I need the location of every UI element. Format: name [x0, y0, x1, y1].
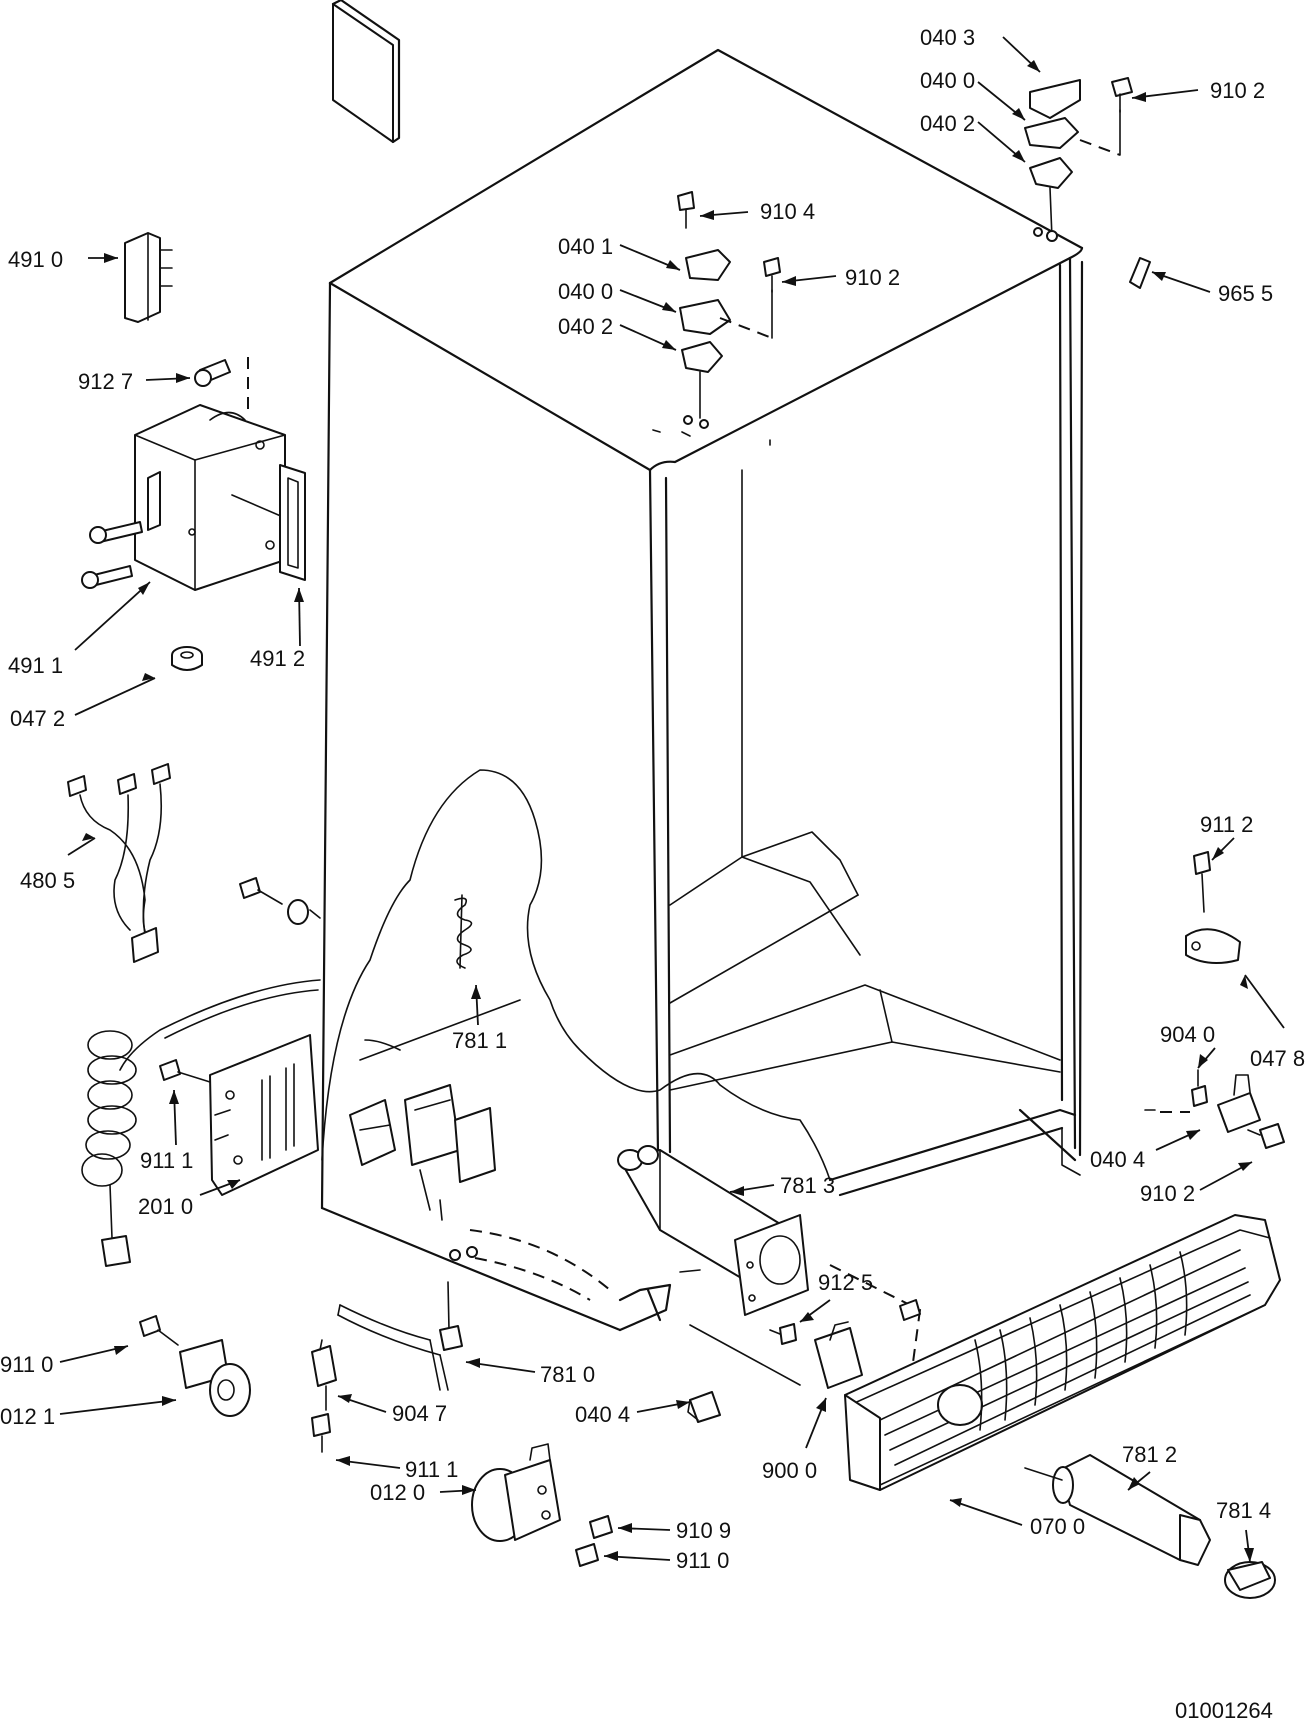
- screw-910-2-top: [1111, 77, 1133, 113]
- clip-965-5: [1129, 257, 1151, 289]
- label-911-2: 911 2: [1200, 812, 1253, 837]
- label-047-2: 047 2: [10, 706, 65, 731]
- screw-910-4: [677, 191, 695, 229]
- bracket-047-8: [1185, 928, 1241, 965]
- label-040-2-mid: 040 2: [558, 314, 613, 339]
- clip-904-7: [311, 1339, 337, 1411]
- caster-012-1: [139, 1315, 251, 1417]
- label-491-0: 491 0: [8, 247, 63, 272]
- compressor-components: [349, 1084, 611, 1301]
- top-hinge-middle: [652, 249, 773, 437]
- label-910-2-right: 910 2: [1140, 1181, 1195, 1206]
- filter-housing-781-3: [617, 1145, 809, 1316]
- bracket-040-4-right: [1144, 1069, 1261, 1133]
- label-012-1: 012 1: [0, 1404, 55, 1429]
- cabinet: [320, 48, 1084, 1332]
- label-040-3-top: 040 3: [920, 25, 975, 50]
- label-904-0: 904 0: [1160, 1022, 1215, 1047]
- label-480-5: 480 5: [20, 868, 75, 893]
- label-910-2-top: 910 2: [1210, 78, 1265, 103]
- grommet-047-2: [171, 646, 203, 671]
- label-911-1-left: 911 1: [140, 1148, 193, 1173]
- wire-harness-480-5: [67, 763, 171, 963]
- label-047-8: 047 8: [1250, 1046, 1305, 1071]
- label-781-2: 781 2: [1122, 1442, 1177, 1467]
- filter-cap-781-4: [1224, 1561, 1276, 1599]
- instruction-card: [331, 0, 401, 144]
- label-965-5: 965 5: [1218, 281, 1273, 306]
- screw-912-5: [769, 1299, 921, 1345]
- label-491-2: 491 2: [250, 646, 305, 671]
- bracket-040-4-bottom: [687, 1391, 721, 1423]
- label-201-0: 201 0: [138, 1194, 193, 1219]
- top-hinge-right: [1024, 79, 1121, 242]
- label-012-0: 012 0: [370, 1480, 425, 1505]
- label-900-0: 900 0: [762, 1458, 817, 1483]
- part-labels: 040 3 040 0 040 2 910 2 910 4 040 1 910 …: [0, 25, 1305, 1573]
- label-911-0-left: 911 0: [0, 1352, 53, 1377]
- label-912-5: 912 5: [818, 1270, 873, 1295]
- caster-012-0: [471, 1443, 561, 1542]
- label-781-3: 781 3: [780, 1173, 835, 1198]
- screw-911-2: [1193, 851, 1211, 913]
- label-910-9: 910 9: [676, 1518, 731, 1543]
- label-911-0-bottom: 911 0: [676, 1548, 729, 1573]
- screw-910-2-mid: [763, 257, 781, 293]
- label-491-1: 491 1: [8, 653, 63, 678]
- label-910-2-mid: 910 2: [845, 265, 900, 290]
- spring-781-1: [454, 894, 473, 969]
- power-cord: [81, 979, 321, 1267]
- drain-tube-781-0: [337, 1281, 463, 1391]
- label-070-0: 070 0: [1030, 1514, 1085, 1539]
- label-781-1: 781 1: [452, 1028, 507, 1053]
- relay-491-0: [124, 232, 173, 323]
- screw-911-1-left: [159, 1059, 211, 1083]
- document-number: 01001264: [1175, 1698, 1273, 1723]
- label-040-2-top: 040 2: [920, 111, 975, 136]
- screw-912-7: [194, 359, 231, 387]
- label-911-1-bottom: 911 1: [405, 1457, 458, 1482]
- label-040-4-bottom: 040 4: [575, 1402, 630, 1427]
- kickplate-070-0: [844, 1214, 1281, 1491]
- screws-caster-012-0: [575, 1515, 613, 1567]
- bracket-491-2: [279, 464, 306, 581]
- label-904-7: 904 7: [392, 1401, 447, 1426]
- label-040-0-top: 040 0: [920, 68, 975, 93]
- arrow-heads: [82, 60, 1254, 1562]
- screw-and-clip-left: [239, 877, 321, 925]
- heater-panel-201-0: [209, 1034, 319, 1196]
- screw-910-2-right: [1247, 1123, 1285, 1149]
- label-910-4: 910 4: [760, 199, 815, 224]
- screw-911-1-bottom: [311, 1413, 331, 1453]
- label-040-1: 040 1: [558, 234, 613, 259]
- control-box-491-1: [134, 357, 291, 591]
- water-filter-781-2: [1024, 1454, 1211, 1566]
- label-912-7: 912 7: [78, 369, 133, 394]
- label-040-4-right: 040 4: [1090, 1147, 1145, 1172]
- label-781-0: 781 0: [540, 1362, 595, 1387]
- label-781-4: 781 4: [1216, 1498, 1271, 1523]
- label-040-0-mid: 040 0: [558, 279, 613, 304]
- screws-box: [81, 521, 143, 589]
